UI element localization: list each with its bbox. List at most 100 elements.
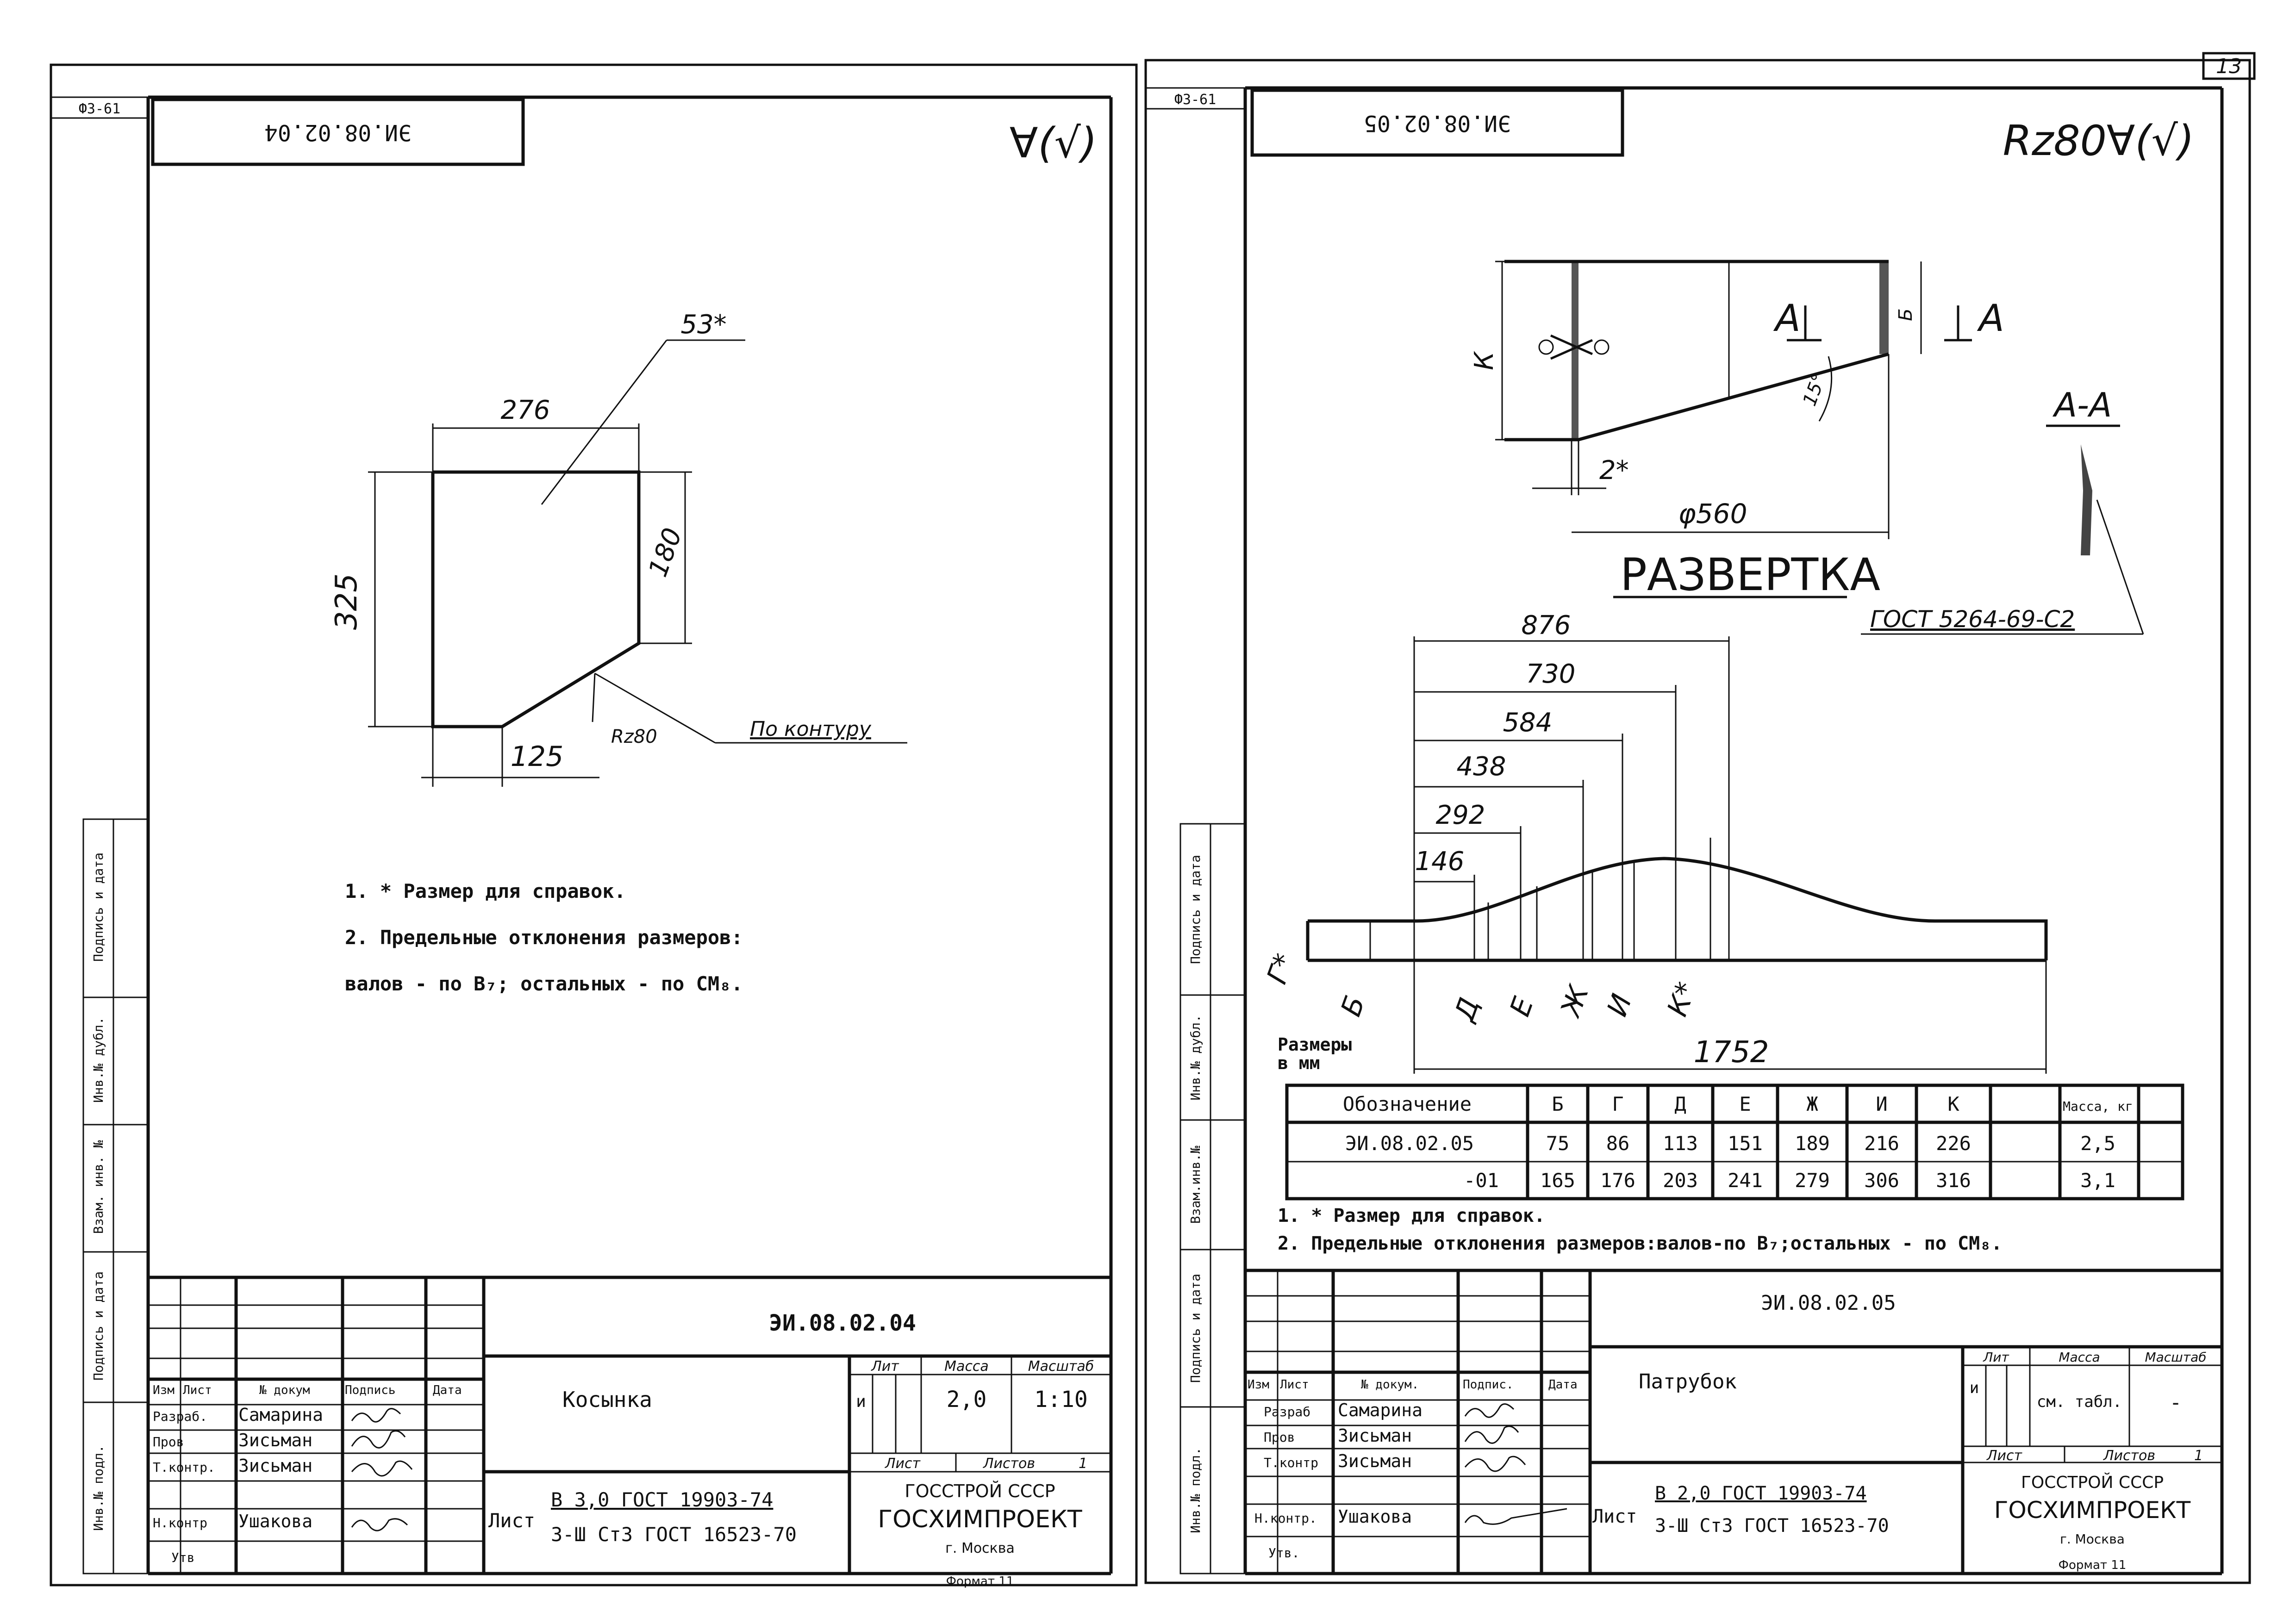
left-tb-org-1: ГОССТРОЙ СССР — [905, 1481, 1055, 1501]
left-side-label-4: Подпись и дата — [91, 1271, 106, 1381]
left-tb-name: Косынка — [562, 1387, 652, 1412]
left-outer-frame — [50, 63, 1138, 1587]
right-tb-role-5: Утв. — [1268, 1545, 1299, 1561]
right-tb-scale-label: Масштаб — [2145, 1350, 2206, 1365]
unfold-development: 876 730 584 438 292 146 1752 — [1260, 610, 2048, 1074]
units-note-line2: в мм — [1278, 1053, 1320, 1073]
right-tb-role-1: Разраб — [1264, 1404, 1310, 1419]
right-tb-h-sign: Подпис. — [1463, 1378, 1514, 1392]
page-number-box — [2202, 52, 2256, 80]
table-r2-i: 306 — [1864, 1169, 1899, 1192]
section-aa-label: А-А — [2053, 386, 2112, 424]
table-h-i: И — [1876, 1093, 1887, 1115]
unfold-letter-i: И — [1601, 990, 1638, 1020]
table-h-b: Б — [1552, 1093, 1563, 1115]
right-tb-name-4: Ушакова — [1338, 1506, 1412, 1527]
roughness-rz80: Rz80 — [611, 726, 657, 747]
label-b: Б — [1895, 308, 1916, 321]
unfold-dim-1752: 1752 — [1694, 1035, 1769, 1070]
left-tb-h-list: Лист — [183, 1383, 212, 1397]
unfold-letter-b: Б — [1335, 992, 1372, 1021]
unfold-dim-438: 438 — [1457, 752, 1506, 782]
dim-180: 180 — [643, 524, 688, 581]
right-tb-mass-label: Масса — [2059, 1350, 2100, 1365]
right-tb-role-4: Н.контр. — [1254, 1511, 1317, 1526]
dimensions-table — [1285, 1083, 2184, 1201]
left-stamp-mirrored: ЭИ.08.02.04 — [264, 119, 412, 145]
right-tb-material-2: 3-Ш Ст3 ГОСТ 16523-70 — [1655, 1515, 1889, 1537]
right-tb-sheet-label: Лист — [1986, 1448, 2023, 1464]
razvertka-title: РАЗВЕРТКА — [1620, 549, 1880, 601]
left-note-3: валов - по B₇; остальных - по CM₈. — [345, 972, 743, 995]
right-side-label-4: Подпись и дата — [1188, 1274, 1203, 1383]
right-side-label-2: Инв.№ дубл. — [1188, 1014, 1203, 1100]
right-tb-org-1: ГОССТРОЙ СССР — [2021, 1473, 2164, 1492]
table-h-zh: Ж — [1806, 1093, 1818, 1115]
dim-125: 125 — [511, 740, 564, 773]
label-k: К — [1469, 351, 1499, 370]
right-note-2: 2. Предельные отклонения размеров:валов-… — [1278, 1233, 2002, 1254]
unfold-dim-730: 730 — [1526, 659, 1576, 689]
table-r1-i: 216 — [1864, 1132, 1899, 1155]
right-tb-role-3: Т.контр — [1264, 1455, 1318, 1470]
right-title-block: Изм Лист № докум. Подпис. Дата Разраб Са… — [1245, 1269, 2222, 1574]
left-signature-3 — [351, 1460, 413, 1477]
right-tb-name-2: Зисьман — [1338, 1425, 1412, 1446]
left-tb-org-3: г. Москва — [945, 1540, 1015, 1556]
right-side-label-5: Инв.№ подл. — [1188, 1447, 1203, 1533]
right-tb-lit-label: Лит — [1983, 1350, 2009, 1365]
unfold-letter-k: К* — [1661, 978, 1703, 1020]
left-side-label-5: Инв.№ подл. — [91, 1445, 106, 1531]
right-signature-2 — [1464, 1425, 1519, 1444]
table-r2-b: 165 — [1540, 1169, 1575, 1192]
table-r1-b: 75 — [1546, 1132, 1570, 1155]
right-side-label-3: Взам.инв.№ — [1188, 1146, 1203, 1224]
section-aa-profile — [2081, 444, 2092, 555]
units-note-line1: Размеры — [1278, 1034, 1352, 1055]
right-tb-material-1: B 2,0 ГОСТ 19903-74 — [1655, 1483, 1867, 1504]
left-tb-material-1: B 3,0 ГОСТ 19903-74 — [551, 1488, 773, 1511]
right-tb-h-list: Лист — [1280, 1378, 1309, 1392]
left-roughness-symbol: ∀(√) — [1010, 119, 1097, 168]
left-tb-h-doc: № докум — [259, 1383, 310, 1397]
left-tb-h-sign: Подпись — [345, 1383, 396, 1397]
unfold-dim-584: 584 — [1503, 708, 1553, 738]
right-signature-4 — [1464, 1508, 1567, 1525]
table-r2-k: 316 — [1936, 1169, 1971, 1192]
right-side-column — [1179, 823, 1246, 1574]
right-side-label-1: Подпись и дата — [1188, 855, 1203, 964]
gusset-outline — [431, 470, 641, 728]
left-tb-name-2: Зисьман — [238, 1430, 312, 1450]
left-tb-h-date: Дата — [433, 1383, 462, 1397]
left-tb-sheets: 1 — [1079, 1456, 1087, 1472]
left-tb-lit-label: Лит — [871, 1358, 899, 1375]
right-tb-org-3: г. Москва — [2060, 1531, 2125, 1547]
table-r2-designation: -01 — [1464, 1169, 1499, 1192]
left-tb-name-1: Самарина — [238, 1405, 323, 1425]
left-note-2: 2. Предельные отклонения размеров: — [345, 926, 743, 949]
right-tb-designation: ЭИ.08.02.05 — [1761, 1291, 1896, 1315]
section-a-left: А — [1773, 297, 1801, 340]
right-tb-h-izm: Изм — [1248, 1378, 1269, 1392]
left-signature-1 — [351, 1408, 401, 1423]
section-a-right: А — [1977, 297, 2004, 340]
unfold-letter-zh: Ж — [1554, 980, 1596, 1022]
right-tb-org-2: ГОСХИМПРОЕКТ — [1994, 1497, 2191, 1524]
left-tb-scale-label: Масштаб — [1028, 1358, 1094, 1375]
left-sheet: Ф3-61 ЭИ.08.02.04 ∀(√) 276 325 180 125 5… — [50, 95, 1113, 1588]
table-r1-e: 151 — [1728, 1132, 1763, 1155]
right-tb-material-prefix: Лист — [1592, 1506, 1637, 1527]
left-title-block: Изм Лист № докум Подпись Дата Разраб. Са… — [148, 1276, 1111, 1588]
left-side-label-2: Инв.№ дубл. — [91, 1017, 106, 1102]
left-tb-role-1: Разраб. — [153, 1409, 207, 1424]
right-tb-format: Формат 11 — [2059, 1558, 2127, 1572]
right-note-1: 1. * Размер для справок. — [1278, 1205, 1545, 1226]
left-tb-role-5: Утв — [171, 1550, 195, 1565]
dim-276: 276 — [501, 395, 550, 425]
right-format-code: Ф3-61 — [1174, 92, 1216, 108]
table-r1-d: 113 — [1663, 1132, 1698, 1155]
table-h-designation: Обозначение — [1343, 1093, 1472, 1115]
left-tb-format: Формат 11 — [946, 1574, 1014, 1588]
left-format-code: Ф3-61 — [79, 101, 120, 117]
table-h-e: Е — [1739, 1093, 1751, 1115]
